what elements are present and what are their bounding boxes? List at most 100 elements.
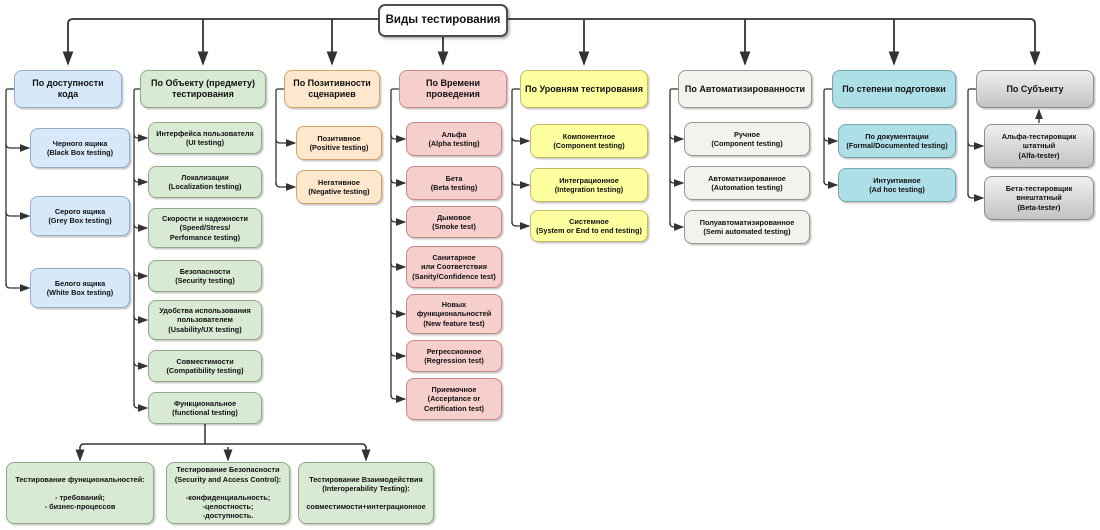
node-line: По Автоматизированности xyxy=(684,83,806,94)
node-line: (Beta-tester) xyxy=(1017,202,1061,212)
connector xyxy=(133,177,149,186)
connector xyxy=(511,221,531,230)
node-line: Функциональное xyxy=(173,398,237,408)
connector xyxy=(390,351,407,360)
node-line: Безопасности xyxy=(179,266,231,276)
node-line: пользователем xyxy=(177,315,233,325)
node-line: тестирования xyxy=(172,89,234,99)
node-line: (Component testing) xyxy=(553,141,625,150)
node-line: Черного ящика xyxy=(52,138,108,148)
node-line: (Compatibility testing) xyxy=(166,366,244,375)
node-line: Совместимости xyxy=(176,356,234,366)
connector xyxy=(669,178,685,187)
node-line: Perfomance testing) xyxy=(169,232,241,242)
node-line: (Semi automated testing) xyxy=(703,227,791,236)
node-line: Бета xyxy=(445,173,463,183)
connector xyxy=(390,262,407,271)
connector xyxy=(5,88,14,286)
node-line: (System or End to end testing) xyxy=(536,226,642,235)
connector xyxy=(67,18,378,40)
node-line: (Integration testing) xyxy=(554,185,624,194)
node-line: Скорости и надежности xyxy=(162,214,248,224)
node-line: (White Box testing) xyxy=(46,288,114,297)
node-line: Компонентное xyxy=(562,131,616,141)
node-execution-time-child-1: Бета(Beta testing) xyxy=(406,166,502,200)
node-line: (Positive testing) xyxy=(309,143,369,152)
node-line: кода xyxy=(57,89,79,99)
node-test-object-child-0: Интерфейса пользователя(UI testing) xyxy=(148,122,262,154)
node-line: Дымовое xyxy=(436,212,472,222)
node-line: Локализации xyxy=(181,172,229,182)
connector xyxy=(823,88,832,183)
node-test-levels-header: По Уровням тестирования xyxy=(520,70,648,108)
node-line: сценариев xyxy=(308,89,356,99)
node-code-access-child-2: Белого ящика(White Box testing) xyxy=(30,268,130,308)
node-line: По Объекту (предмету) xyxy=(151,78,255,89)
node-test-levels-child-0: Компонентное(Component testing) xyxy=(530,124,648,158)
connector xyxy=(967,193,985,202)
connector xyxy=(133,88,140,406)
connector xyxy=(511,180,531,189)
node-line: По доступности xyxy=(32,78,104,89)
node-line: Интерфейса пользователя xyxy=(156,128,254,138)
connector xyxy=(133,271,149,280)
node-test-levels-child-1: Интеграционное(Integration testing) xyxy=(530,168,648,202)
node-line: По Субъекту xyxy=(1006,83,1064,94)
node-scenario-positivity-child-1: Негативное(Negative testing) xyxy=(296,170,382,204)
node-line: Интуитивное xyxy=(873,175,921,185)
node-line: (Interoperability Testing): xyxy=(322,483,410,493)
connector xyxy=(5,143,31,152)
node-line: (Sanity/Confidence test) xyxy=(412,271,496,281)
node-scenario-positivity-child-0: Позитивное(Positive testing) xyxy=(296,126,382,160)
connector xyxy=(275,182,297,191)
node-test-object-child-6: Функциональное(functional testing) xyxy=(148,392,262,424)
connector xyxy=(275,138,297,147)
node-line: Ручное xyxy=(733,129,761,139)
node-line: (Speed/Stress/ xyxy=(179,223,231,233)
node-line: (Security and Access Control): xyxy=(174,474,282,484)
node-line: Полуавтоматизированное xyxy=(699,217,795,227)
node-line: Новых xyxy=(441,300,467,310)
node-test-object-child-3: Безопасности(Security testing) xyxy=(148,260,262,292)
node-line: По Позитивности xyxy=(293,78,371,89)
node-line: или Соответствия xyxy=(421,262,487,272)
node-line: Удобства использования xyxy=(159,306,251,316)
node-automation-degree-child-1: Автоматизированное(Automation testing) xyxy=(684,166,810,200)
node-line: Санитарное xyxy=(432,253,476,263)
node-line: (Formal/Documented testing) xyxy=(846,141,948,150)
connector xyxy=(390,309,407,318)
node-line: (Acceptance or xyxy=(427,394,481,404)
node-line: функциональностей xyxy=(416,309,492,319)
node-line: Позитивное xyxy=(317,133,361,143)
node-line: Серого ящика xyxy=(54,206,106,216)
node-preparation-degree-header: По степени подготовки xyxy=(832,70,956,108)
connector xyxy=(823,180,839,189)
node-line: (Alfa-tester) xyxy=(1018,150,1060,160)
node-line: По степени подготовки xyxy=(842,83,946,94)
connector xyxy=(390,134,407,143)
node-line: (Negative testing) xyxy=(308,187,370,196)
node-line: (Ad hoc testing) xyxy=(869,185,925,194)
node-line: (Component testing) xyxy=(711,139,783,148)
node-line: проведения xyxy=(426,89,480,99)
connector xyxy=(511,136,531,145)
connector xyxy=(390,88,399,397)
node-line: (New feature test) xyxy=(423,318,485,328)
node-functional-subtype-2: Тестирование Взаимодействия(Interoperabi… xyxy=(298,462,434,524)
node-line: штатный xyxy=(1022,141,1056,151)
node-line: Белого ящика xyxy=(54,278,106,288)
node-line: По Времени xyxy=(426,78,480,89)
node-line: Бета-тестировщик xyxy=(1005,184,1073,194)
connector xyxy=(669,222,685,231)
node-line: Тестирование Взаимодействия xyxy=(309,474,423,484)
node-line: Интеграционное xyxy=(559,175,619,185)
connector xyxy=(967,141,985,150)
node-preparation-degree-child-0: По документации(Formal/Documented testin… xyxy=(838,124,956,158)
